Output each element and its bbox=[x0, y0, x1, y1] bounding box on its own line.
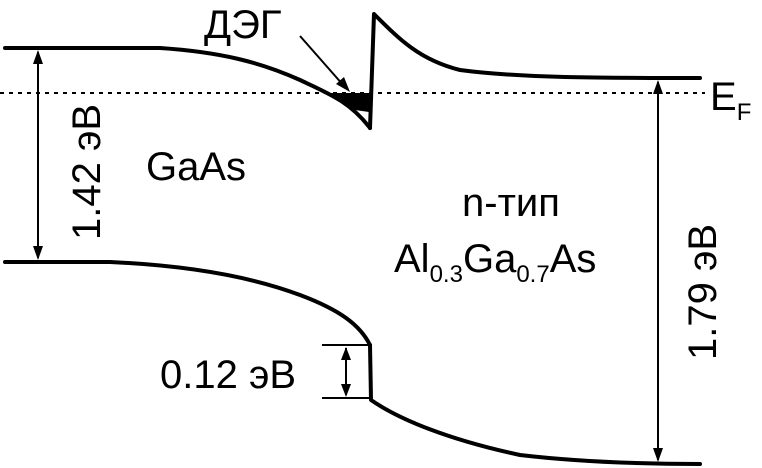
gaas-gap-arrow bbox=[33, 50, 43, 260]
valence-band-algaas bbox=[368, 343, 702, 466]
valence-offset-label: 0.12 эВ bbox=[160, 353, 296, 397]
gaas-label: GaAs bbox=[146, 145, 246, 189]
algaas-gap-label: 1.79 эВ bbox=[681, 224, 725, 360]
algaas-gap-arrow bbox=[653, 80, 663, 462]
2deg-region bbox=[330, 93, 370, 112]
alloy-label: Al0.3Ga0.7As bbox=[394, 237, 596, 288]
n-type-label: n-тип bbox=[462, 181, 560, 225]
conduction-band-algaas bbox=[368, 12, 702, 130]
fermi-level-label: EF bbox=[710, 75, 751, 126]
valence-band-gaas bbox=[3, 260, 372, 347]
conduction-band-gaas bbox=[3, 46, 372, 130]
dhg-pointer-arrow bbox=[299, 35, 350, 92]
dhg-label: ДЭГ bbox=[204, 3, 282, 47]
gaas-gap-label: 1.42 эВ bbox=[65, 104, 109, 240]
valence-offset-arrow bbox=[322, 344, 370, 399]
